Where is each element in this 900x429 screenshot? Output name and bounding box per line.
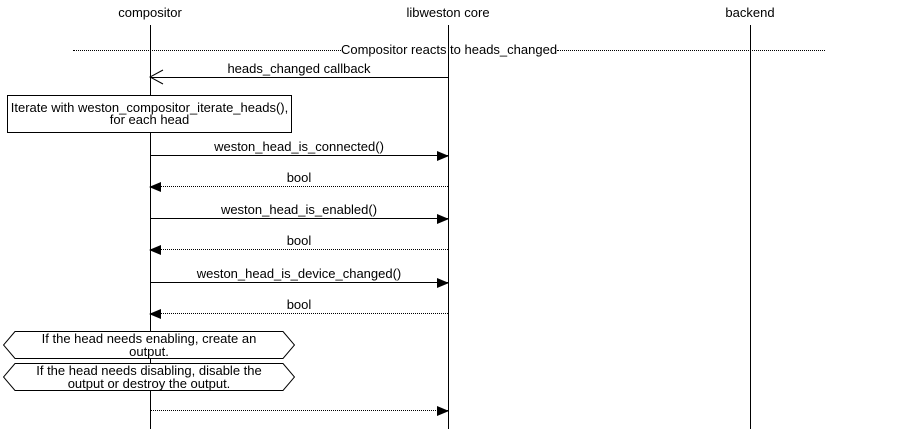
arrowhead-filled-right-icon [437,151,449,161]
note-iterate-heads: Iterate with weston_compositor_iterate_h… [7,95,292,133]
message-line [150,249,448,250]
message-weston-head-is-connected: weston_head_is_connected() [150,139,449,161]
message-bool-enabled-return: bool [149,233,448,255]
message-weston-head-is-enabled: weston_head_is_enabled() [150,202,449,224]
message-label: weston_head_is_enabled() [220,202,378,217]
participant-label-backend: backend [725,5,775,20]
guard-disabling: If the head needs disabling, disable the… [3,363,295,391]
participant-label-compositor: compositor [118,5,182,20]
message-line [150,282,448,283]
guard-label: If the head needs disabling, disable the… [36,363,262,391]
hexagon-outline-icon [3,331,295,359]
message-label: weston_head_is_connected() [214,139,384,154]
message-bool-device-changed-return: bool [149,297,448,319]
message-label: bool [286,297,312,312]
divider-line-left [73,49,341,51]
divider-label: Compositor reacts to heads_changed [340,42,558,57]
message-line [150,77,448,78]
arrowhead-filled-right-icon [437,406,449,416]
message-label: bool [286,170,312,185]
note-label: Iterate with weston_compositor_iterate_h… [10,100,289,127]
arrowhead-open-left-icon [149,69,164,85]
hexagon-outline-icon [3,363,295,391]
arrowhead-filled-left-icon [149,245,161,255]
participant-label-libweston-core: libweston core [406,5,490,20]
message-line [150,313,448,314]
divider-line-right [557,49,826,51]
message-line [150,410,448,411]
lifeline-libweston-core [448,25,449,429]
arrowhead-filled-left-icon [149,309,161,319]
message-heads-changed-callback: heads_changed callback [149,61,448,85]
message-bool-connected-return: bool [149,170,448,192]
message-label: weston_head_is_device_changed() [196,266,402,281]
message-final-return [150,395,449,416]
guard-enabling: If the head needs enabling, create an ou… [3,331,295,359]
message-label: heads_changed callback [227,61,371,76]
message-line [150,155,448,156]
message-weston-head-is-device-changed: weston_head_is_device_changed() [150,266,449,288]
message-label: bool [286,233,312,248]
arrowhead-filled-left-icon [149,182,161,192]
divider-compositor-reacts: Compositor reacts to heads_changed [73,42,826,57]
arrowhead-filled-right-icon [437,214,449,224]
message-line [150,186,448,187]
lifeline-compositor [150,25,151,429]
message-line [150,218,448,219]
lifeline-backend [750,25,751,429]
arrowhead-filled-right-icon [437,278,449,288]
guard-label: If the head needs enabling, create an ou… [41,331,257,359]
